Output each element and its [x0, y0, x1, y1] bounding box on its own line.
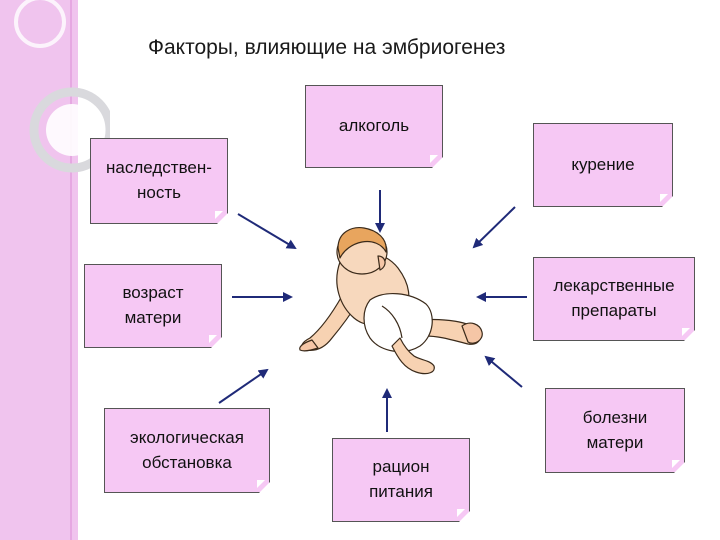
arrow-from-heredity — [237, 213, 297, 250]
factor-diet-label: рацион питания — [369, 457, 433, 501]
sidebar-divider — [70, 0, 72, 540]
factor-heredity: наследствен- ность — [90, 138, 228, 224]
factor-mother-diseases: болезни матери — [545, 388, 685, 473]
factor-mother-age-label: возраст матери — [122, 283, 184, 327]
factor-mother-diseases-label: болезни матери — [582, 407, 648, 452]
decorative-rings — [14, 0, 110, 173]
factor-alcohol-label: алкоголь — [338, 116, 410, 136]
factor-smoking: курение — [533, 123, 673, 207]
page-title: Факторы, влияющие на эмбриогенез — [148, 36, 506, 59]
factor-medications-label: лекарственные препараты — [553, 276, 675, 320]
arrow-from-smoking — [472, 206, 516, 249]
arrow-from-mother-diseases — [484, 355, 523, 388]
factor-alcohol: алкоголь — [305, 85, 443, 168]
factor-smoking-label: курение — [571, 154, 635, 174]
factor-heredity-label: наследствен- ность — [106, 158, 212, 202]
arrow-from-ecology — [218, 368, 269, 404]
factor-mother-age: возраст матери — [84, 264, 222, 348]
factor-medications: лекарственные препараты — [533, 257, 695, 341]
factor-ecology-label: экологическая обстановка — [130, 427, 244, 472]
factor-ecology: экологическая обстановка — [104, 408, 270, 493]
factor-diet: рацион питания — [332, 438, 470, 522]
